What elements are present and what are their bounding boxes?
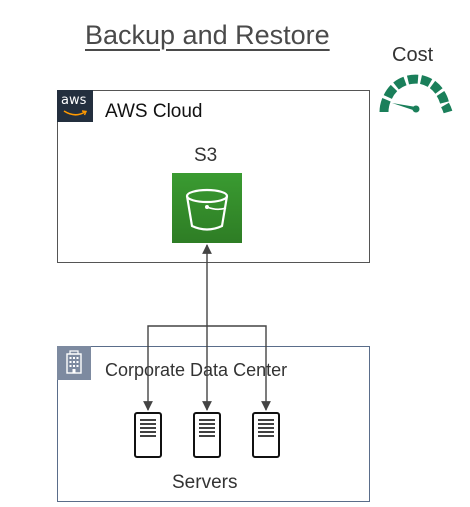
- s3-bucket-icon: [185, 188, 229, 231]
- servers-label: Servers: [172, 472, 238, 493]
- aws-logo-icon: aws: [57, 90, 93, 122]
- cost-label: Cost: [392, 44, 434, 66]
- s3-label: S3: [194, 145, 218, 166]
- server-icon: [193, 412, 221, 458]
- aws-smile-icon: [63, 110, 87, 116]
- aws-logo-text: aws: [61, 93, 87, 108]
- building-icon: [57, 346, 91, 380]
- server-icon: [134, 412, 162, 458]
- aws-cloud-group: [57, 90, 370, 263]
- cost-gauge-icon: [379, 74, 453, 114]
- corporate-data-center-title: Corporate Data Center: [105, 360, 288, 380]
- server-icon: [252, 412, 280, 458]
- aws-cloud-title: AWS Cloud: [105, 101, 203, 122]
- s3-service-tile: [172, 173, 242, 243]
- diagram-title: Backup and Restore: [85, 20, 330, 50]
